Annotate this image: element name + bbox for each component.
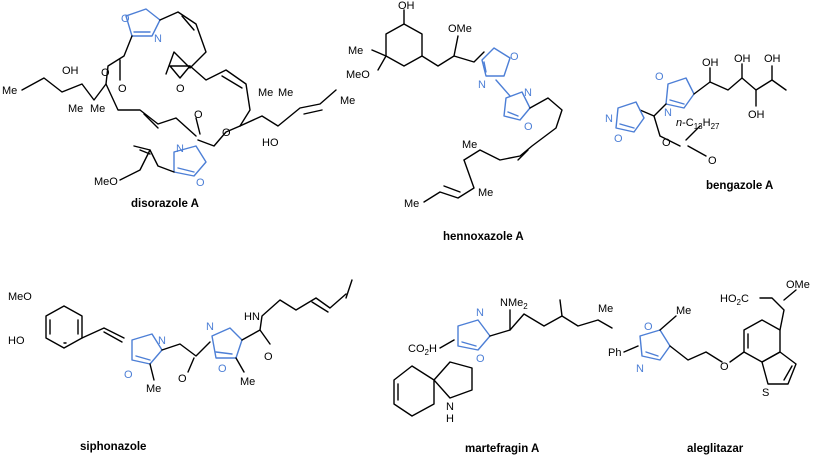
atom-o: O [118,83,127,95]
atom-n: N [154,33,162,45]
compound-name: disorazole A [131,198,199,210]
atom-me: Me [258,87,273,99]
atom-me: Me [598,303,613,315]
svg-text:HO2C: HO2C [720,293,749,307]
atom-o: O [178,373,187,385]
atom-me: Me [146,383,161,395]
disorazole-a-structure: O N O O OH Me Me Me O Me Me HO Me O O [2,8,355,210]
svg-text:n-C13H27: n-C13H27 [676,117,720,131]
atom-o: O [176,83,185,95]
atom-oh: OH [398,0,415,12]
bengazole-oxazole-2: N O [605,101,645,145]
atom-o: O [524,121,533,133]
bengazole-a-structure: O N OH OH OH OH N O O O n-C13H27 bengazo… [605,53,787,192]
siphonazole-oxazole-1: O N [124,333,166,381]
atom-meo: MeO [8,291,32,303]
atom-ph: Ph [608,347,621,359]
compound-name: martefragin A [465,443,539,455]
atom-n: N [206,321,214,333]
atom-o: O [222,127,231,139]
atom-o: O [194,109,203,121]
atom-hn: HN [244,311,260,323]
atom-me: Me [404,198,419,210]
atom-o: O [720,361,729,373]
martefragin-a-structure: CO2H N O NMe2 Me N H martefragin A [393,297,613,455]
atom-o: O [614,133,623,145]
atom-me: Me [90,103,105,115]
atom-n: N [176,143,184,155]
atom-o: O [124,369,133,381]
atom-me: Me [462,139,477,151]
svg-text:NMe2: NMe2 [500,297,528,311]
atom-o: O [510,51,519,63]
disorazole-bottom-oxazole: N O [173,143,207,189]
atom-o: O [644,321,653,333]
atom-oh: OH [748,109,765,121]
hennoxazole-oxazole-1: O N [478,47,519,91]
siphonazole-oxazole-2: N O [206,321,243,375]
svg-text:CO2H: CO2H [408,343,437,357]
atom-oh: OH [764,53,781,65]
atom-me: Me [240,376,255,388]
atom-me: Me [278,87,293,99]
disorazole-top-oxazole: O N [121,8,162,45]
atom-me: Me [340,95,355,107]
atom-oh: OH [702,57,719,69]
compound-name: siphonazole [80,441,146,453]
atom-n: N [478,79,486,91]
atom-n: N [636,363,644,375]
atom-me: Me [478,187,493,199]
n-label: n [676,117,682,129]
atom-h: H [446,413,454,425]
atom-oh: HO [262,137,279,149]
atom-n: N [605,113,613,125]
compound-name: aleglitazar [687,443,744,455]
siphonazole-structure: MeO HO O N Me O N O Me O HN siphonazole [8,279,353,453]
atom-meo: MeO [94,176,118,188]
compound-name: bengazole A [706,180,773,192]
compound-name: hennoxazole A [443,231,524,243]
atom-me: Me [2,85,17,97]
atom-oh: OH [734,53,751,65]
atom-ho: HO [8,335,25,347]
atom-o: O [218,363,227,375]
atom-me: Me [68,103,83,115]
atom-o: O [101,67,110,79]
atom-me: Me [676,305,691,317]
atom-o: O [121,13,130,25]
atom-ome: OMe [448,23,472,35]
atom-n: N [446,401,454,413]
aleglitazar-structure: Ph O N Me O S HO2C OMe aleglitazar [608,279,810,455]
atom-n: N [476,307,484,319]
atom-oh: OH [62,65,79,77]
atom-s: S [762,387,769,399]
aleglitazar-oxazole: O N [636,321,671,375]
atom-o: O [264,351,273,363]
hennoxazole-oxazole-2: N O [503,87,533,133]
atom-o: O [476,353,485,365]
atom-n: N [524,87,532,99]
atom-meo: MeO [346,69,370,81]
atom-o: O [708,155,717,167]
atom-ome: OMe [786,279,810,291]
atom-o: O [196,177,205,189]
martefragin-oxazole: N O [457,307,491,365]
atom-o: O [655,71,664,83]
hennoxazole-a-structure: OH Me MeO OMe O N N O Me Me Me hennoxazo… [346,0,563,243]
atom-o: O [662,137,671,149]
atom-n: N [664,107,672,119]
bengazole-oxazole-1: O N [655,71,695,119]
atom-me: Me [348,45,363,57]
atom-n: N [158,335,166,347]
